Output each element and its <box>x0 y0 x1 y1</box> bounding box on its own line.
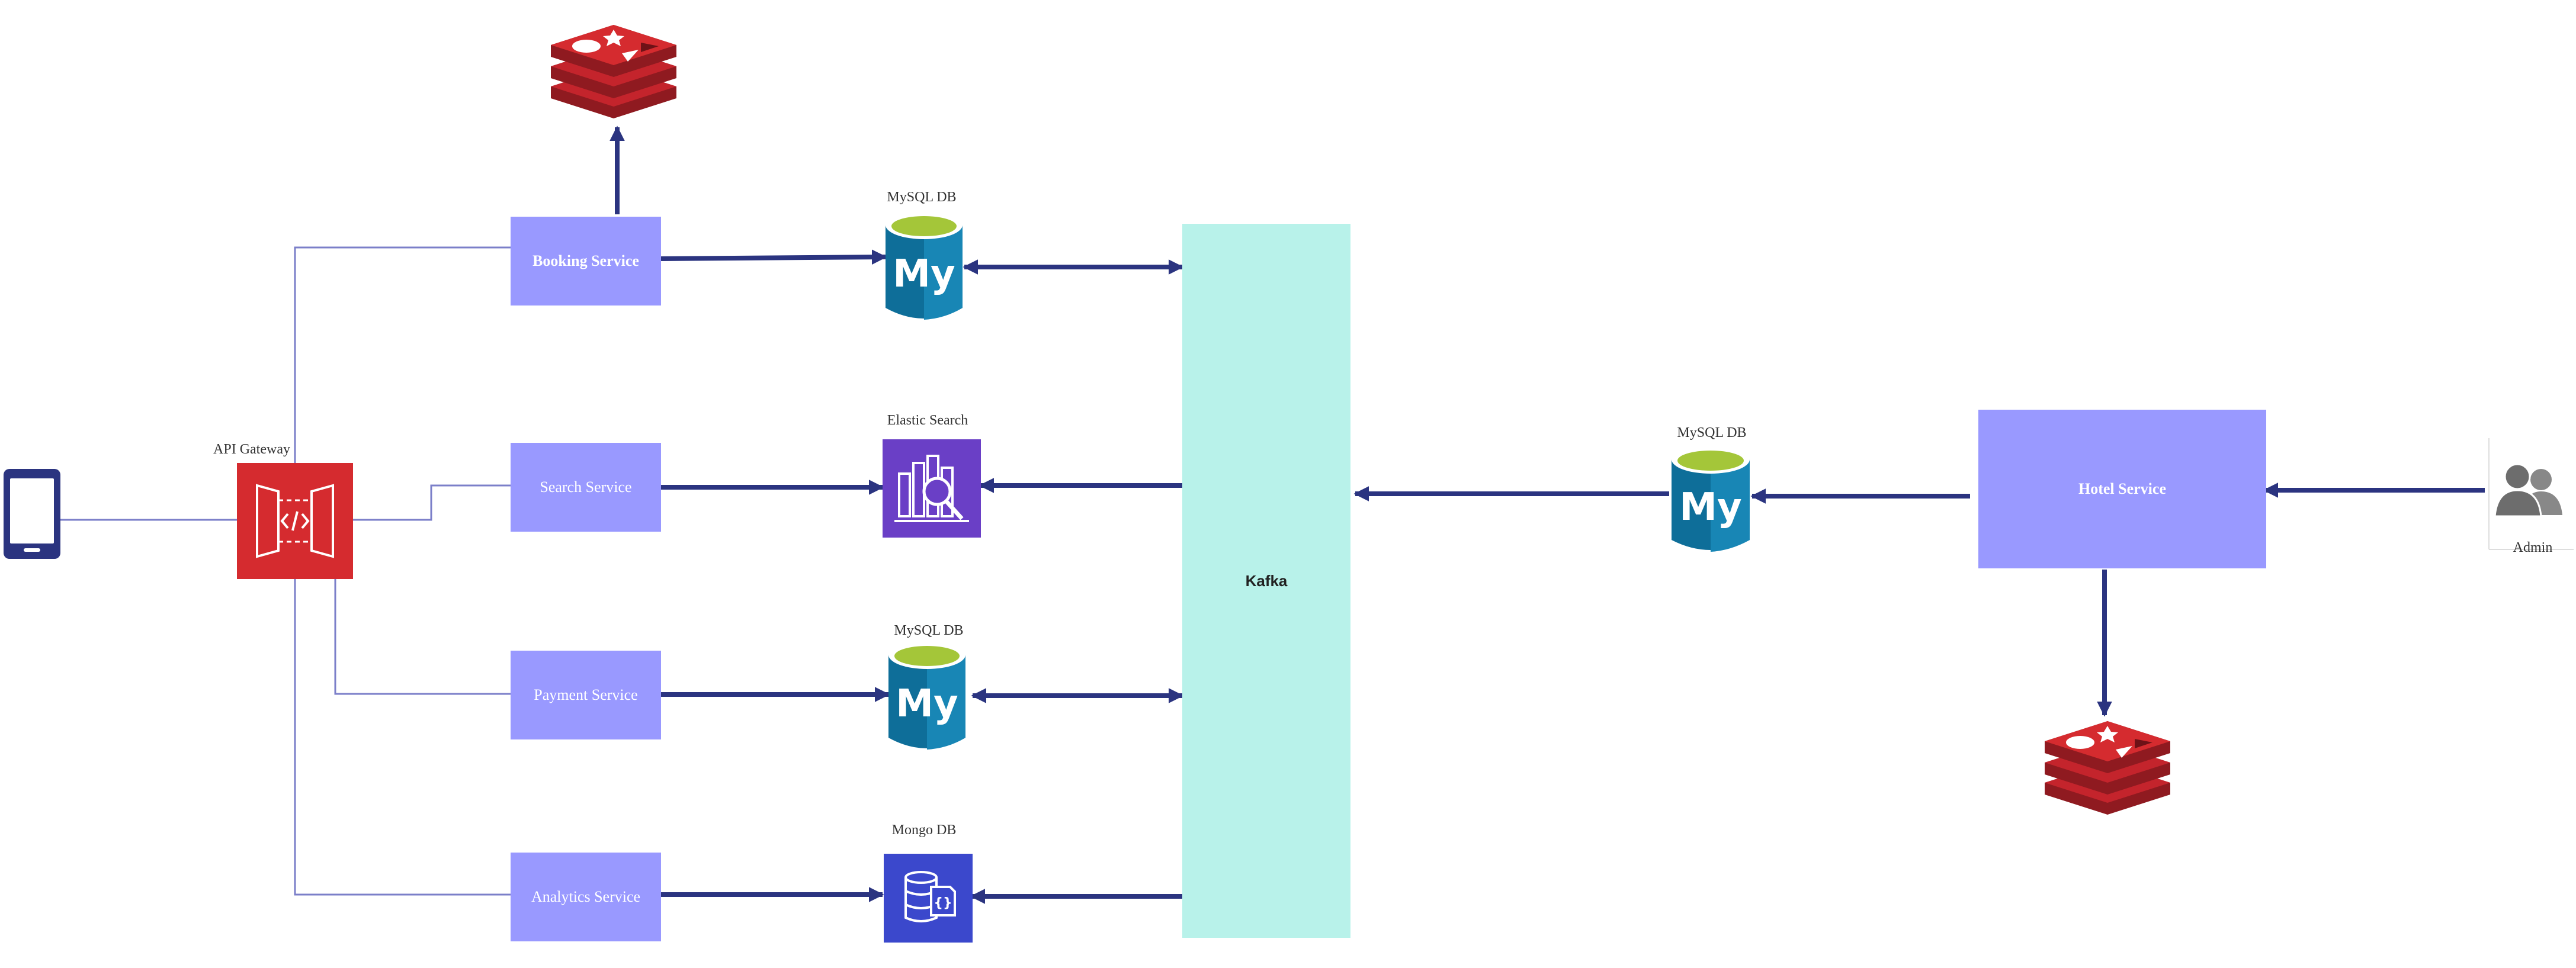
booking-service-box[interactable]: Booking Service <box>511 217 661 305</box>
redis-cache-top-icon <box>551 25 676 118</box>
gateway-booking-line <box>294 246 511 465</box>
svg-text:My: My <box>896 682 958 726</box>
mongo-db-icon: {} <box>884 854 973 943</box>
hotel-service-box[interactable]: Hotel Service <box>1978 410 2266 568</box>
analytics-service-box[interactable]: Analytics Service <box>511 853 661 941</box>
mobile-phone-icon <box>4 469 60 559</box>
svg-text:My: My <box>1679 485 1741 529</box>
payment-service-box[interactable]: Payment Service <box>511 651 661 739</box>
svg-text:My: My <box>893 252 955 296</box>
elastic-search-icon <box>883 439 981 538</box>
admin-label: Admin <box>2513 540 2553 555</box>
gateway-analytics-line <box>294 577 511 896</box>
hotel-db-label: MySQL DB <box>1677 425 1747 440</box>
svg-text:{}: {} <box>933 896 952 911</box>
search-service-box[interactable]: Search Service <box>511 443 661 532</box>
api-gateway-icon <box>237 463 353 579</box>
analytics-db-label: Mongo DB <box>891 822 957 838</box>
mysql-hotel-db-icon: My <box>1672 445 1750 552</box>
admin-users-icon <box>2488 438 2574 550</box>
api-gateway-label: API Gateway <box>213 442 290 457</box>
kafka-box[interactable]: Kafka <box>1182 224 1350 938</box>
payment-db-label: MySQL DB <box>894 623 964 638</box>
mysql-payment-db-icon: My <box>888 641 965 750</box>
booking-to-mysql-arrow <box>660 249 887 265</box>
mysql-booking-db-icon: My <box>886 211 963 320</box>
booking-db-label: MySQL DB <box>887 189 957 205</box>
search-db-label: Elastic Search <box>887 413 968 428</box>
gateway-connectors <box>60 246 511 896</box>
gateway-search-line <box>353 484 511 521</box>
gateway-payment-line <box>334 577 511 695</box>
redis-cache-hotel-icon <box>2045 721 2170 815</box>
